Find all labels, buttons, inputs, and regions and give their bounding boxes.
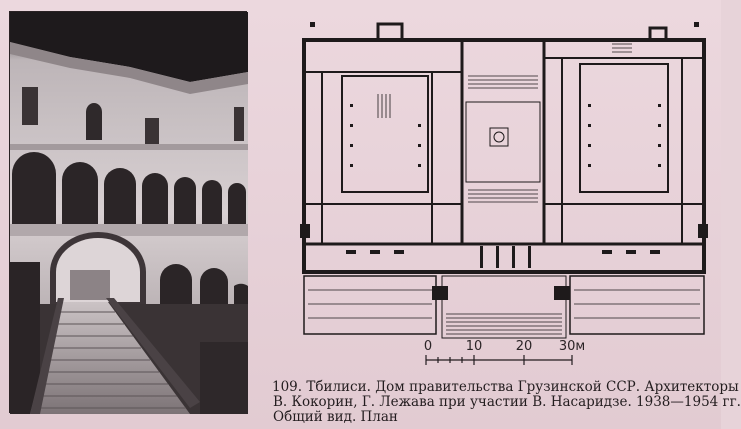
scale-bar: 0 10 20 30м <box>412 339 586 370</box>
scale-tick-0: 0 <box>423 339 433 354</box>
figure-caption: 109. Тбилиси. Дом правительства Грузинск… <box>272 379 741 425</box>
scale-tick-10: 10 <box>465 339 483 354</box>
caption-line-2: В. Кокорин, Г. Лежава при участии В. Нас… <box>273 394 741 410</box>
scale-ruler <box>425 355 573 365</box>
scale-tick-20: 20 <box>515 339 533 354</box>
floor-plan <box>282 14 712 342</box>
caption-line-1: 109. Тбилиси. Дом правительства Грузинск… <box>272 379 739 395</box>
courtyard-photo <box>9 11 248 414</box>
scale-tick-30: 30м <box>558 339 586 354</box>
caption-line-3: Общий вид. План <box>273 409 398 425</box>
